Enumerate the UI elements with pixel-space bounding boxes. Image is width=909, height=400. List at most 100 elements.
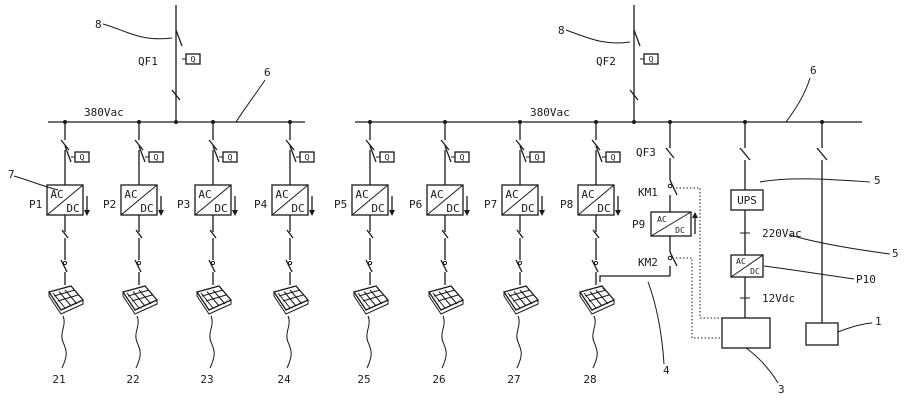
breaker-trip-unit-icon xyxy=(299,151,315,163)
breaker-symbol: Q xyxy=(460,153,465,162)
p9-branch: QF3 KM1 AC DC P9 KM2 xyxy=(599,120,722,339)
callout-6-left: 6 xyxy=(264,66,271,79)
converter-ac: AC xyxy=(505,188,518,201)
callout-4: 4 xyxy=(663,364,670,377)
charger-label: P3 xyxy=(177,198,190,211)
v12-label: 12Vdc xyxy=(762,292,795,305)
charger-label: P5 xyxy=(334,198,347,211)
callout-3: 3 xyxy=(778,383,785,396)
callout-5-ups: 5 xyxy=(874,174,881,187)
converter-dc: DC xyxy=(521,202,534,215)
converter-dc: DC xyxy=(140,202,153,215)
breaker-trip-unit-icon xyxy=(605,151,621,163)
converter-dc: DC xyxy=(446,202,459,215)
breaker-trip-unit-icon xyxy=(379,151,395,163)
pile-number: 23 xyxy=(200,373,213,386)
p10-ac: AC xyxy=(736,257,746,266)
charger-label: P6 xyxy=(409,198,422,211)
charging-pad-icon xyxy=(195,285,233,315)
busbar-left-label: 380Vac xyxy=(84,106,124,119)
breaker-symbol: Q xyxy=(649,55,654,64)
charging-pad-icon xyxy=(352,285,390,315)
pile-number: 27 xyxy=(507,373,520,386)
auxiliary-branch xyxy=(805,120,839,346)
charging-pad-icon xyxy=(502,285,540,315)
breaker-symbol: Q xyxy=(305,153,310,162)
breaker-symbol: Q xyxy=(191,55,196,64)
converter-ac: AC xyxy=(430,188,443,201)
converter-ac: AC xyxy=(355,188,368,201)
breaker-symbol: Q xyxy=(535,153,540,162)
ups-label: UPS xyxy=(737,194,757,207)
pile-number: 24 xyxy=(277,373,291,386)
pile-number: 26 xyxy=(432,373,445,386)
callout-6-right: 6 xyxy=(810,64,817,77)
pile-number: 22 xyxy=(126,373,139,386)
feeder-right: Q QF2 8 380Vac 6 xyxy=(355,5,862,124)
pile-number: 28 xyxy=(583,373,596,386)
converter-dc: DC xyxy=(371,202,384,215)
p9-dc: DC xyxy=(675,226,685,235)
ups-branch: UPS 220Vac AC DC 12Vdc xyxy=(721,120,802,349)
converter-ac: AC xyxy=(581,188,594,201)
converter-ac: AC xyxy=(275,188,288,201)
converter-dc: DC xyxy=(214,202,227,215)
km1-label: KM1 xyxy=(638,186,658,199)
charger-label: P4 xyxy=(254,198,268,211)
callout-8-right: 8 xyxy=(558,24,565,37)
breaker-trip-unit-icon xyxy=(454,151,470,163)
callout-1: 1 xyxy=(875,315,882,328)
controller-box xyxy=(721,317,771,349)
charger-label: P1 xyxy=(29,198,42,211)
breaker-trip-unit-icon xyxy=(222,151,238,163)
breaker-trip-unit-icon xyxy=(529,151,545,163)
auxiliary-box xyxy=(805,322,839,346)
breaker-trip-unit-icon xyxy=(148,151,164,163)
charging-pad-icon xyxy=(578,285,616,315)
p10-dc: DC xyxy=(750,267,760,276)
p9-label: P9 xyxy=(632,218,645,231)
pile-number: 21 xyxy=(52,373,65,386)
qf2-label: QF2 xyxy=(596,55,616,68)
converter-ac: AC xyxy=(198,188,211,201)
converter-dc: DC xyxy=(291,202,304,215)
converter-dc: DC xyxy=(66,202,79,215)
p10-label: P10 xyxy=(856,273,876,286)
breaker-symbol: Q xyxy=(80,153,85,162)
converter-dc: DC xyxy=(597,202,610,215)
breaker-symbol: Q xyxy=(385,153,390,162)
callout-5-220vac: 5 xyxy=(892,247,899,260)
charging-pad-icon xyxy=(272,285,310,315)
callout-7: 7 xyxy=(8,168,15,181)
charger-label: P8 xyxy=(560,198,573,211)
callout-8-left: 8 xyxy=(95,18,102,31)
charging-pad-icon xyxy=(47,285,85,315)
breaker-symbol: Q xyxy=(228,153,233,162)
charger-label: P7 xyxy=(484,198,497,211)
converter-ac: AC xyxy=(124,188,137,201)
km2-label: KM2 xyxy=(638,256,658,269)
busbar-right-label: 380Vac xyxy=(530,106,570,119)
charger-branches: QACDCP121QACDCP222QACDCP323QACDCP424QACD… xyxy=(29,120,621,386)
ups-box xyxy=(730,189,764,211)
converter-ac: AC xyxy=(50,188,63,201)
breaker-symbol: Q xyxy=(611,153,616,162)
pile-number: 25 xyxy=(357,373,370,386)
qf3-label: QF3 xyxy=(636,146,656,159)
feeder-left: Q QF1 8 380Vac 6 xyxy=(48,5,305,124)
v220-label: 220Vac xyxy=(762,227,802,240)
p9-ac: AC xyxy=(657,215,667,224)
charging-pad-icon xyxy=(121,285,159,315)
charger-label: P2 xyxy=(103,198,116,211)
breaker-trip-unit-icon xyxy=(74,151,90,163)
charging-pad-icon xyxy=(427,285,465,315)
